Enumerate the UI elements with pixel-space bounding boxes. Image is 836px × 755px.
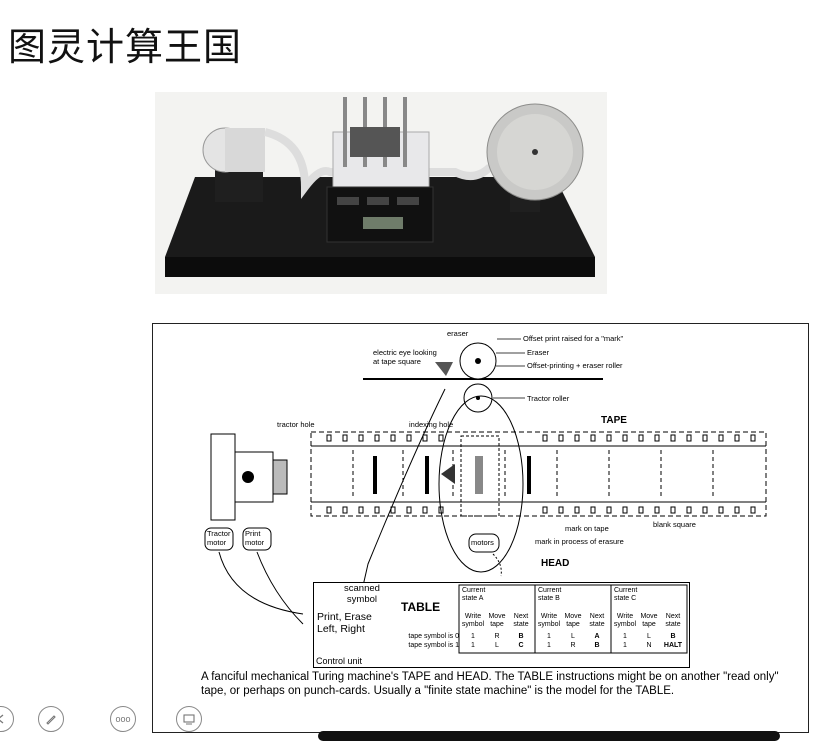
col-move: Move tape	[637, 613, 661, 629]
indexing-hole-label: indexing hole	[409, 420, 453, 429]
page-title: 图灵计算王国	[8, 16, 242, 71]
screen-icon[interactable]	[176, 706, 202, 732]
col-write: Write symbol	[613, 613, 637, 629]
col-next: Next state	[509, 613, 533, 629]
col-next: Next state	[585, 613, 609, 629]
cell-b0-move: L	[561, 633, 585, 641]
head-label: HEAD	[541, 558, 569, 569]
cell-a0-next: B	[509, 633, 533, 641]
col-move: Move tape	[485, 613, 509, 629]
cell-c1-next: HALT	[661, 642, 685, 650]
turing-machine-diagram: eraser electric eye looking at tape squa…	[152, 323, 809, 733]
cell-c1-move: N	[637, 642, 661, 650]
electric-eye-label: electric eye looking at tape square	[373, 348, 437, 366]
cell-b0-next: A	[585, 633, 609, 641]
cell-a0-write: 1	[461, 633, 485, 641]
tractor-motor-label: Tractor motor	[207, 529, 230, 547]
row-label-0: tape symbol is 0	[384, 633, 459, 641]
cell-a1-next: C	[509, 642, 533, 650]
row-label-1: tape symbol is 1	[384, 642, 459, 650]
motors-label: motors	[471, 538, 494, 547]
print-motor-label: Print motor	[245, 529, 264, 547]
offset-roller-label: Offset-printing + eraser roller	[527, 361, 623, 370]
tape-label: TAPE	[601, 415, 627, 426]
blank-square-label: blank square	[653, 520, 696, 529]
cell-b1-next: B	[585, 642, 609, 650]
col-write: Write symbol	[461, 613, 485, 629]
cell-b1-write: 1	[537, 642, 561, 650]
cell-b1-move: R	[561, 642, 585, 650]
cell-a1-move: L	[485, 642, 509, 650]
col-next: Next state	[661, 613, 685, 629]
more-icon[interactable]: ooo	[110, 706, 136, 732]
horizontal-scrollbar[interactable]	[318, 731, 780, 741]
cell-a1-write: 1	[461, 642, 485, 650]
cell-c0-next: B	[661, 633, 685, 641]
state-a-header: Current state A	[462, 587, 485, 603]
tractor-roller-label: Tractor roller	[527, 394, 569, 403]
pen-icon[interactable]	[38, 706, 64, 732]
arrow-icon[interactable]	[0, 706, 14, 732]
eraser2-label: Eraser	[527, 348, 549, 357]
cell-c0-move: L	[637, 633, 661, 641]
print-erase-label: Print, Erase	[317, 611, 372, 623]
control-unit: scanned symbol TABLE Control unit Curren…	[313, 582, 690, 668]
tractor-hole-label: tractor hole	[277, 420, 315, 429]
state-b-header: Current state B	[538, 587, 561, 603]
col-move: Move tape	[561, 613, 585, 629]
figure-caption: A fanciful mechanical Turing machine's T…	[201, 670, 801, 698]
eraser-label: eraser	[447, 329, 468, 338]
turing-machine-photo	[155, 92, 607, 294]
cell-c1-write: 1	[613, 642, 637, 650]
mark-erasure-label: mark in process of erasure	[535, 537, 624, 546]
left-right-label: Left, Right	[317, 623, 365, 635]
cell-b0-write: 1	[537, 633, 561, 641]
cell-c0-write: 1	[613, 633, 637, 641]
mark-on-tape-label: mark on tape	[565, 524, 609, 533]
col-write: Write symbol	[537, 613, 561, 629]
offset-print-label: Offset print raised for a "mark"	[523, 334, 623, 343]
state-c-header: Current state C	[614, 587, 637, 603]
cell-a0-move: R	[485, 633, 509, 641]
